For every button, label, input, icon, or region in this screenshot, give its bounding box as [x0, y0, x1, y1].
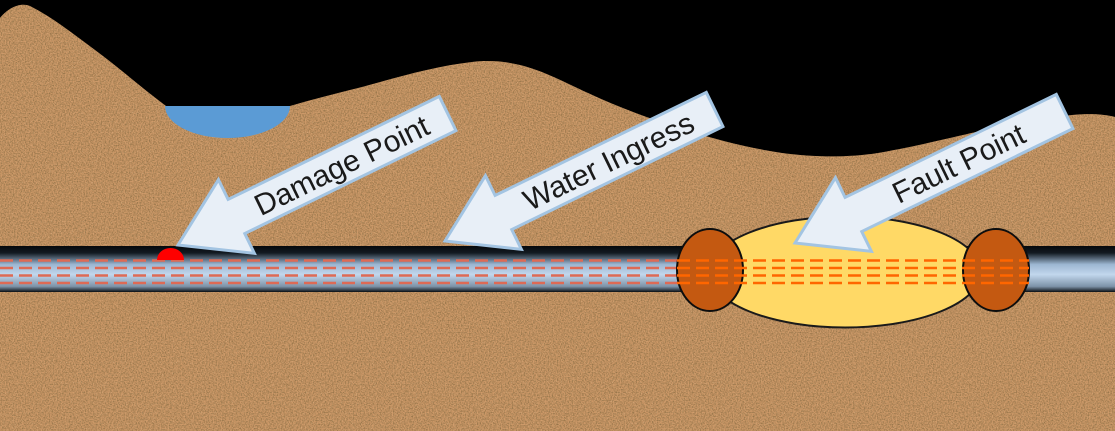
damage-dot	[157, 248, 184, 260]
cable-joint-collar-left	[676, 228, 744, 312]
damage-point-arrow-shape	[175, 94, 458, 256]
cable-joint-collar-right	[962, 228, 1030, 312]
water-ingress-arrow-shape	[442, 90, 725, 252]
fault-point-arrow-shape	[792, 92, 1075, 254]
surface-water-pond	[165, 106, 290, 138]
cable-joint-collars	[676, 228, 1030, 312]
cable-conductors-joint	[677, 259, 1029, 285]
